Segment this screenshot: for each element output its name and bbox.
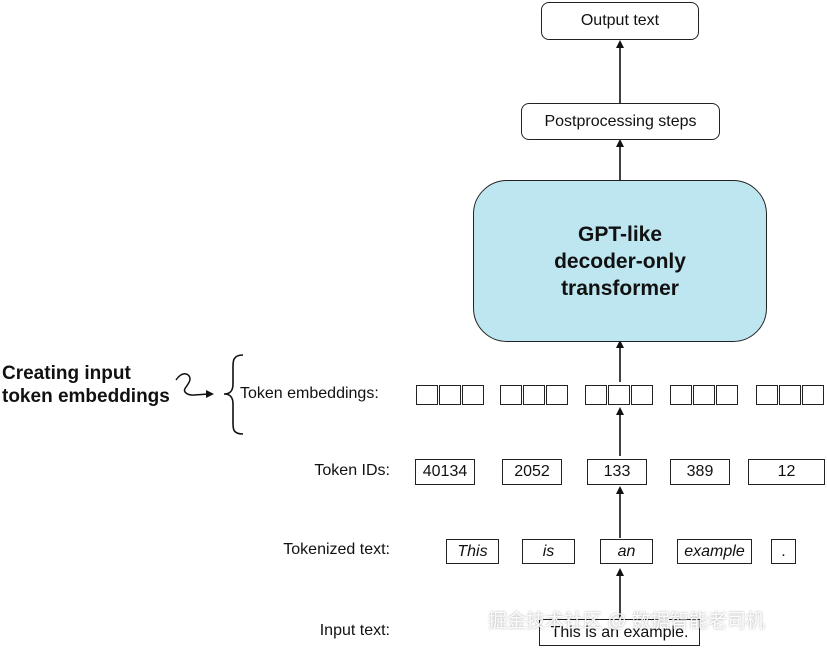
token-box: This (446, 539, 499, 564)
token-id-box: 40134 (415, 459, 475, 485)
model-title-line1: GPT-like (577, 222, 663, 246)
token-id-box: 389 (670, 459, 730, 485)
embedding-cell (802, 385, 824, 405)
embedding-cell (756, 385, 778, 405)
embedding-cell (462, 385, 484, 405)
input-text-box: This is an example. (539, 619, 700, 646)
embedding-cell (779, 385, 801, 405)
watermark: 掘金技术社区 @ 数据智能老司机 (488, 611, 765, 632)
embedding-cell (416, 385, 438, 405)
embedding-cell (693, 385, 715, 405)
model-title-line3: transformer (561, 276, 679, 300)
annotation-line1: Creating input (2, 363, 131, 384)
embedding-cell (546, 385, 568, 405)
embedding-cell (523, 385, 545, 405)
token-box: is (522, 539, 575, 564)
token-box: an (600, 539, 653, 564)
embedding-cell (716, 385, 738, 405)
embedding-cell (439, 385, 461, 405)
embedding-cell (631, 385, 653, 405)
token-id-box: 2052 (502, 459, 562, 485)
token-box: example (677, 539, 752, 564)
row-label-input: Input text: (319, 622, 390, 639)
embedding-cell (500, 385, 522, 405)
row-label-embeddings: Token embeddings: (240, 385, 379, 402)
token-box: . (771, 539, 796, 564)
embedding-cell (670, 385, 692, 405)
annotation-line2: token embeddings (2, 386, 170, 407)
output-text-node: Output text (541, 2, 699, 40)
embedding-cell (608, 385, 630, 405)
embedding-cell (585, 385, 607, 405)
annotation: Creating input token embeddings (2, 362, 170, 408)
model-title-line2: decoder-only (554, 249, 686, 273)
curly-brace (223, 354, 244, 435)
squiggle-arrow (175, 373, 214, 399)
gpt-model-box: GPT-like decoder-only transformer (473, 180, 767, 342)
token-id-box: 133 (587, 459, 647, 485)
postprocessing-node: Postprocessing steps (521, 103, 720, 140)
row-label-tokenized: Tokenized text: (283, 541, 390, 558)
row-label-token-ids: Token IDs: (314, 462, 390, 479)
token-id-box: 12 (748, 459, 825, 485)
